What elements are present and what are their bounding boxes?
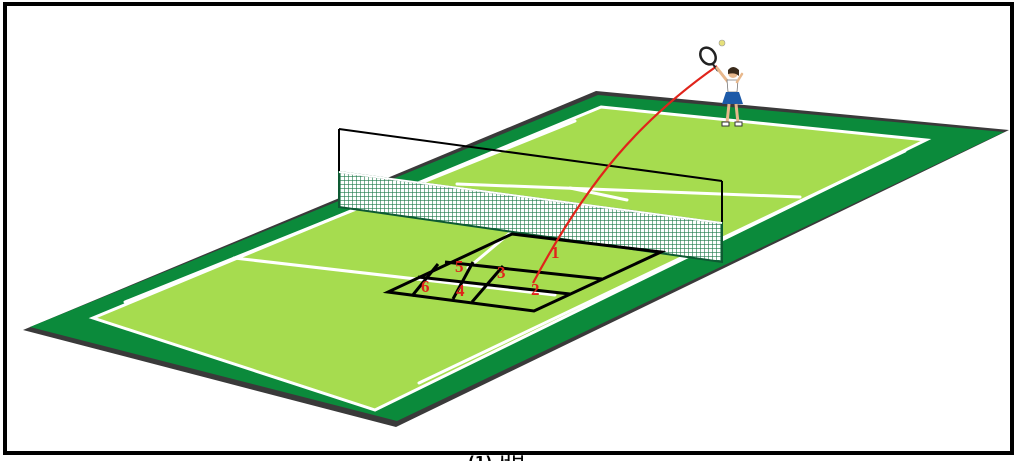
zone-number-6: 6 [421,277,430,296]
zone-number-1: 1 [551,243,560,262]
tennis-ball-icon [719,40,725,46]
zone-number-4: 4 [456,281,465,300]
zone-number-3: 3 [497,263,506,282]
diagram-caption: (1) 서브 [468,453,525,461]
zone-number-5: 5 [455,257,464,276]
zone-number-2: 2 [531,280,540,299]
